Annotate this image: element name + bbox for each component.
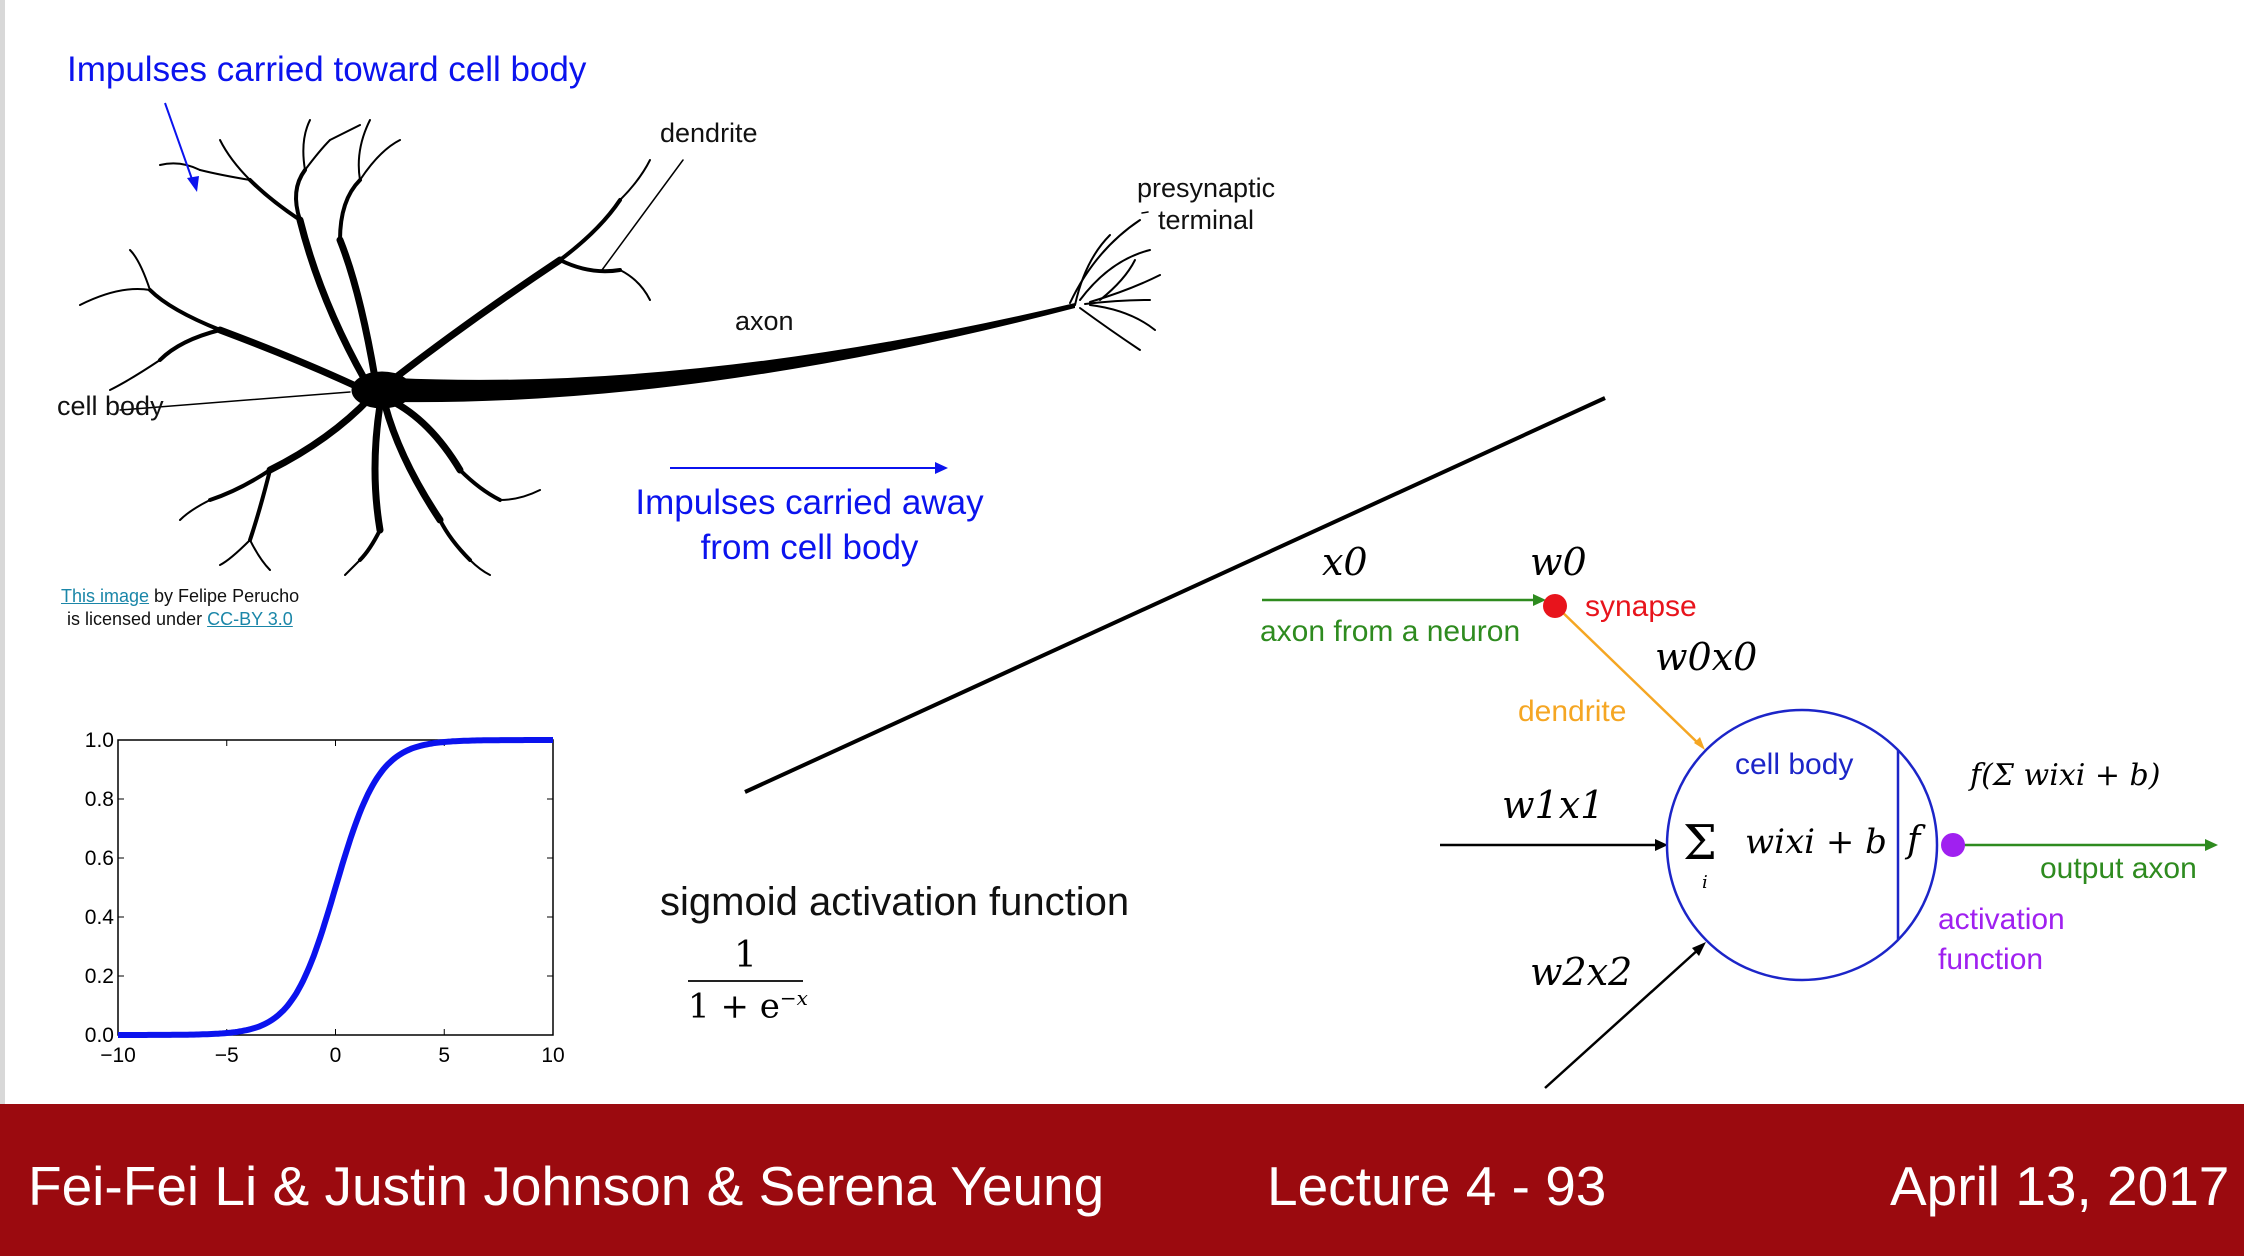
formula-numerator: 1 — [734, 935, 757, 976]
axon-from-neuron-label: axon from a neuron — [1260, 615, 1521, 648]
impulses-away-label: Impulses carried away from cell body — [622, 480, 997, 570]
x0-label: x0 — [1322, 540, 1368, 584]
x-tick-label: −10 — [100, 1044, 136, 1067]
presynaptic-line2: terminal — [1158, 205, 1255, 235]
credit-text2: is licensed under — [67, 609, 208, 629]
w1x1-label: w1x1 — [1502, 783, 1605, 827]
activation-line1: activation — [1938, 903, 2065, 936]
divider-line — [744, 396, 1606, 794]
slide-edge — [0, 0, 5, 1104]
output-axon-label: output axon — [2040, 852, 2197, 885]
y-tick-label: 0.6 — [85, 847, 114, 870]
footer-lecture: Lecture 4 - 93 — [1267, 1155, 1607, 1217]
dendrite-line — [1557, 607, 1701, 746]
cell-body-label: cell body — [57, 391, 164, 421]
sigmoid-curve — [118, 737, 553, 1038]
neuron-model-diagram — [744, 396, 2218, 1089]
w0x0-label: w0x0 — [1655, 635, 1758, 679]
impulses-away-line2: from cell body — [700, 528, 919, 567]
image-link[interactable]: This image — [61, 586, 150, 606]
y-tick-label: 1.0 — [85, 729, 114, 752]
synapse-label: synapse — [1585, 590, 1697, 623]
cell-body-model-label: cell body — [1735, 748, 1854, 781]
y-tick-label: 0.2 — [85, 965, 114, 988]
image-credit: This image by Felipe Perucho is licensed… — [61, 585, 299, 631]
sigmoid-formula: 1 1 + e−x — [688, 935, 808, 1027]
w2x2-label: w2x2 — [1530, 950, 1633, 994]
sigmoid-caption: sigmoid activation function — [660, 880, 1130, 924]
w0-label: w0 — [1530, 540, 1587, 584]
sum-index: i — [1702, 872, 1708, 893]
activation-dot — [1941, 833, 1965, 857]
activation-line2: function — [1938, 943, 2044, 976]
synapse-dot — [1543, 594, 1567, 618]
slide-footer: Fei-Fei Li & Justin Johnson & Serena Yeu… — [0, 1104, 2244, 1256]
impulses-toward-label: Impulses carried toward cell body — [67, 50, 587, 89]
sum-symbol: Σ — [1683, 815, 1717, 871]
credit-text1: by Felipe Perucho — [149, 586, 300, 606]
f-label: f — [1907, 820, 1921, 861]
denominator-base: 1 + e — [688, 986, 780, 1027]
presynaptic-terminal-label: presynaptic terminal — [1137, 172, 1275, 236]
axon-label: axon — [735, 306, 794, 336]
license-link[interactable]: CC-BY 3.0 — [207, 609, 293, 629]
x-tick-label: 5 — [438, 1044, 450, 1067]
activation-function-label: activation function — [1938, 900, 2065, 980]
footer-date: April 13, 2017 — [1890, 1155, 2230, 1217]
denominator-exp: −x — [779, 986, 808, 1010]
neuron-illustration — [79, 102, 1161, 576]
x-tick-label: 10 — [541, 1044, 564, 1067]
output-expression: f(Σ wixi + b) — [1970, 758, 2161, 793]
sigmoid-plot: −10 −5 0 5 10 0.0 0.2 0.4 0.6 0.8 1.0 — [85, 729, 565, 1067]
y-tick-label: 0.4 — [85, 906, 115, 929]
presynaptic-line1: presynaptic — [1137, 173, 1276, 203]
y-tick-label: 0.8 — [85, 788, 114, 811]
dendrite-model-label: dendrite — [1518, 695, 1627, 728]
x-tick-label: −5 — [215, 1044, 239, 1067]
sum-expression: wixi + b — [1745, 822, 1887, 862]
formula-denominator: 1 + e−x — [688, 986, 808, 1027]
y-tick-label: 0.0 — [85, 1024, 114, 1047]
impulses-away-line1: Impulses carried away — [635, 483, 984, 522]
dendrite-label: dendrite — [660, 118, 758, 148]
x-tick-label: 0 — [330, 1044, 342, 1067]
footer-authors: Fei-Fei Li & Justin Johnson & Serena Yeu… — [28, 1155, 1105, 1217]
cell-body-circle — [1665, 708, 1939, 982]
